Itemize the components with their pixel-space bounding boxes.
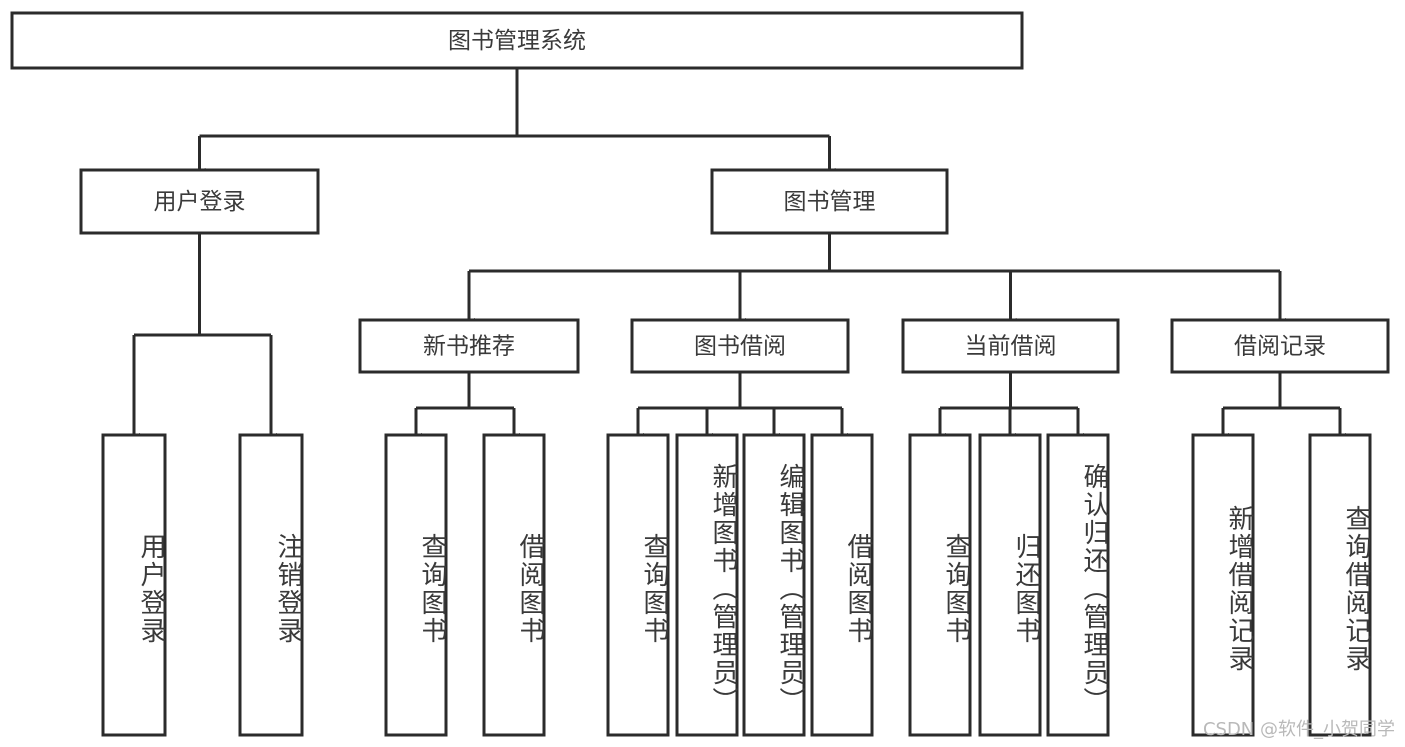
- node-book-manage[interactable]: [710, 168, 949, 235]
- node-leaf-edit-book[interactable]: [742, 433, 806, 737]
- node-leaf-query-book-1[interactable]: [384, 433, 448, 737]
- node-leaf-logout[interactable]: [238, 433, 304, 737]
- node-current-borrow-label: 当前借阅: [965, 334, 1057, 360]
- node-user-login[interactable]: [79, 168, 320, 235]
- edge-layer: [128, 68, 1346, 443]
- node-new-book-recommend[interactable]: [358, 318, 580, 374]
- root-node[interactable]: [10, 11, 1024, 70]
- node-leaf-confirm-return[interactable]: [1046, 433, 1110, 737]
- node-leaf-user-login[interactable]: [101, 433, 167, 737]
- node-leaf-return-book[interactable]: [978, 433, 1042, 737]
- node-book-manage-label: 图书管理: [784, 189, 876, 215]
- node-leaf-add-record[interactable]: [1191, 433, 1255, 737]
- node-book-borrow[interactable]: [630, 318, 850, 374]
- node-book-borrow-label: 图书借阅: [694, 334, 786, 360]
- root-node-label: 图书管理系统: [448, 28, 586, 54]
- node-leaf-borrow-book-2[interactable]: [810, 433, 874, 737]
- node-leaf-query-book-3[interactable]: [908, 433, 972, 737]
- node-leaf-borrow-book-1[interactable]: [482, 433, 546, 737]
- node-leaf-add-book[interactable]: [675, 433, 739, 737]
- node-leaf-query-book-2[interactable]: [606, 433, 670, 737]
- node-user-login-label: 用户登录: [154, 189, 246, 215]
- node-borrow-record-label: 借阅记录: [1234, 334, 1326, 360]
- node-borrow-record[interactable]: [1170, 318, 1390, 374]
- node-current-borrow[interactable]: [901, 318, 1120, 374]
- node-new-book-recommend-label: 新书推荐: [423, 334, 515, 360]
- watermark: CSDN @软件_小贺同学: [1202, 719, 1395, 740]
- node-leaf-query-record[interactable]: [1308, 433, 1372, 737]
